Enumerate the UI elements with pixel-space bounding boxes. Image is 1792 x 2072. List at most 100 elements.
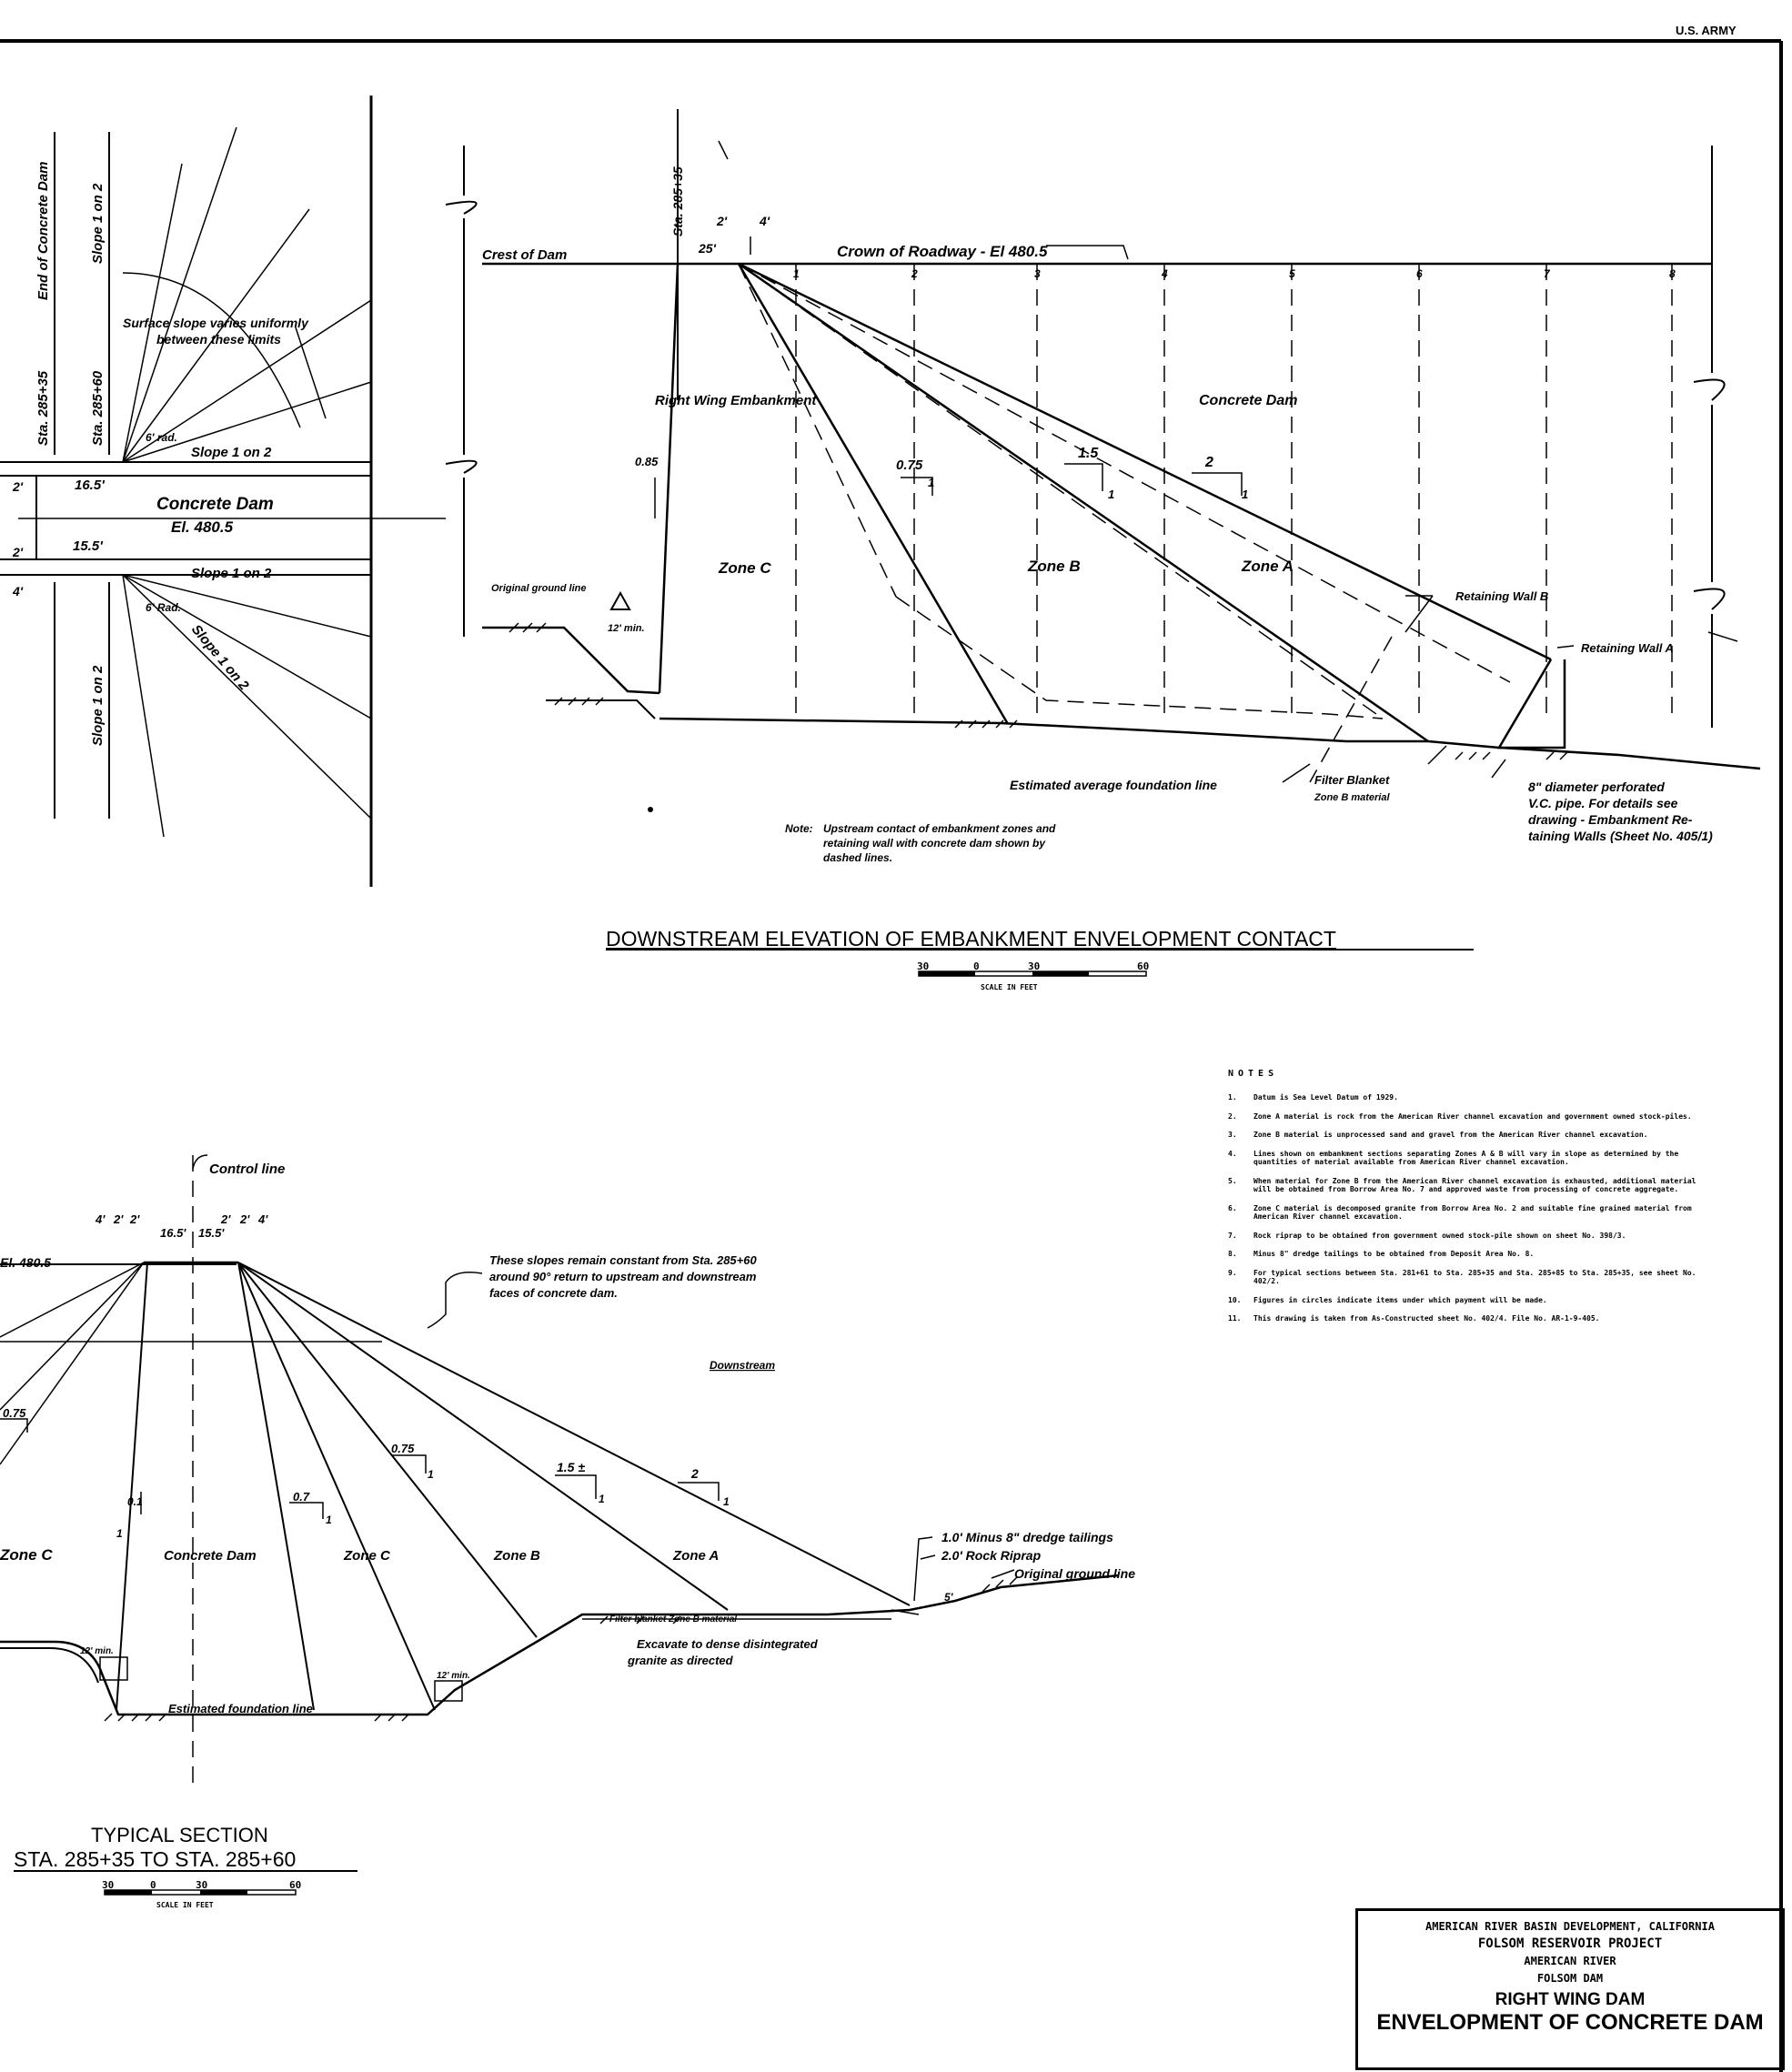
elev-slope-15: 1.5: [1078, 446, 1099, 461]
title-block-river: AMERICAN RIVER: [1524, 1955, 1616, 1967]
grid-number: 2: [911, 267, 918, 280]
note-item: 11. This drawing is taken from As-Constru…: [1228, 1314, 1701, 1323]
note-text: Lines shown on embankment sections separ…: [1253, 1149, 1679, 1167]
section-concrete-dam: Concrete Dam: [164, 1548, 257, 1564]
grid-number: 3: [1034, 267, 1041, 280]
elev-original-ground: Original ground line: [491, 583, 587, 594]
note-item: 6. Zone C material is decomposed granite …: [1228, 1204, 1701, 1222]
note-text: Zone B material is unprocessed sand and …: [1253, 1131, 1648, 1139]
elev-scale-tick: 30: [1028, 961, 1040, 972]
elev-scale-tick: 30: [917, 961, 929, 972]
title-block-wing: RIGHT WING DAM: [1495, 1990, 1646, 2009]
plan-view: [0, 96, 446, 887]
plan-slope-diag: Slope 1 on 2: [188, 622, 252, 694]
plan-station-2: Sta. 285+60: [90, 370, 106, 446]
elev-slope-2: 2: [1204, 455, 1213, 470]
grid-number: 6: [1416, 267, 1423, 280]
section-riprap: 2.0' Rock Riprap: [941, 1548, 1042, 1563]
plan-radius-bottom: 6' Rad.: [146, 601, 181, 614]
title-block-project: FOLSOM RESERVOIR PROJECT: [1477, 1936, 1663, 1951]
elev-slope-1a: 1: [928, 476, 934, 489]
note-text: This drawing is taken from As-Constructe…: [1253, 1314, 1600, 1323]
section-slopes-note-1: These slopes remain constant from Sta. 2…: [489, 1253, 757, 1267]
plan-slope-bottom: Slope 1 on 2: [90, 665, 106, 746]
note-text: Zone A material is rock from the America…: [1253, 1111, 1692, 1121]
elev-foundation-label: Estimated average foundation line: [1010, 778, 1217, 792]
plan-dim-2a: 2': [12, 479, 24, 494]
section-slope-15: 1.5 ±: [557, 1460, 585, 1474]
section-slope-01: 0.1: [127, 1495, 143, 1508]
elev-retaining-b: Retaining Wall B: [1455, 589, 1548, 603]
elev-concrete-dam-label: Concrete Dam: [1199, 393, 1297, 408]
section-slope-075-left: 0.75: [3, 1406, 26, 1420]
grid-number: 1: [793, 267, 800, 280]
note-number: 10.: [1228, 1295, 1242, 1304]
plan-surface-note-1: Surface slope varies uniformly: [123, 316, 309, 330]
elev-title: DOWNSTREAM ELEVATION OF EMBANKMENT ENVEL…: [606, 927, 1336, 951]
section-dim-12min-a: 12' min.: [80, 1646, 114, 1656]
section-scale-tick: 0: [150, 1879, 156, 1891]
elev-dim-25: 25': [698, 241, 717, 256]
section-dim: 16.5': [160, 1226, 186, 1240]
elev-zone-c: Zone C: [718, 559, 771, 577]
section-el-label: El. 480.5: [0, 1255, 51, 1270]
elev-scale-bar: 30 0 30 60 SCALE IN FEET: [917, 961, 1149, 991]
plan-end-label: End of Concrete Dam: [35, 161, 51, 300]
section-slope-2: 2: [690, 1466, 699, 1481]
note-item: 8.Minus 8" dredge tailings to be obtaine…: [1228, 1250, 1701, 1259]
elev-scale-label: SCALE IN FEET: [981, 983, 1038, 991]
section-slope-1a: 1: [116, 1527, 123, 1540]
section-zone-a: Zone A: [672, 1548, 719, 1564]
section-excavate-2: granite as directed: [627, 1654, 734, 1667]
section-dim: 4': [257, 1212, 268, 1226]
note-item: 1.Datum is Sea Level Datum of 1929.: [1228, 1093, 1701, 1102]
notes-heading: NOTES: [1228, 1069, 1279, 1079]
section-scale-tick: 30: [196, 1879, 207, 1891]
note-number: 11.: [1228, 1314, 1242, 1323]
elev-scale-tick: 60: [1137, 961, 1149, 972]
elev-pipe-note-4: taining Walls (Sheet No. 405/1): [1528, 829, 1713, 843]
section-tailings: 1.0' Minus 8" dredge tailings: [941, 1530, 1113, 1544]
note-item: 4.Lines shown on embankment sections sep…: [1228, 1150, 1701, 1167]
plan-slope-mid-bottom: Slope 1 on 2: [191, 566, 272, 581]
plan-dim-4: 4': [12, 584, 24, 598]
elev-filter-2: Zone B material: [1314, 792, 1390, 803]
elev-note-3: dashed lines.: [823, 851, 892, 864]
section-excavate-1: Excavate to dense disintegrated: [637, 1637, 819, 1651]
elev-dim-4: 4': [759, 214, 770, 228]
note-number: 6.: [1228, 1203, 1237, 1212]
note-item: 5. When material for Zone B from the Amer…: [1228, 1177, 1701, 1194]
elev-slope-1b: 1: [1108, 488, 1114, 501]
plan-slope-mid-top: Slope 1 on 2: [191, 445, 272, 460]
note-number: 3.: [1228, 1131, 1237, 1139]
title-block-dam: FOLSOM DAM: [1536, 1972, 1604, 1985]
section-filter-blanket: Filter blanket Zone B material: [609, 1614, 737, 1624]
elev-retaining-a: Retaining Wall A: [1581, 641, 1674, 655]
note-number: 5.: [1228, 1176, 1237, 1185]
grid-number: 5: [1289, 267, 1295, 280]
plan-dim-2b: 2': [12, 545, 24, 559]
note-text: Zone C material is decomposed granite fr…: [1253, 1203, 1692, 1222]
elev-filter-1: Filter Blanket: [1314, 773, 1390, 787]
section-slopes-note-3: faces of concrete dam.: [489, 1286, 618, 1300]
note-item: 9.For typical sections between Sta. 281+…: [1228, 1269, 1701, 1286]
section-slope-1e: 1: [723, 1495, 730, 1508]
note-item: 2.Zone A material is rock from the Ameri…: [1228, 1112, 1701, 1121]
note-text: When material for Zone B from the Americ…: [1253, 1176, 1696, 1194]
elevation-view: [445, 109, 1761, 812]
grid-number: 4: [1161, 267, 1168, 280]
elev-roadway-label: Crown of Roadway - El 480.5: [837, 243, 1048, 260]
section-view: [0, 1154, 1120, 1783]
elev-note-prefix: Note:: [785, 822, 813, 835]
elev-dim-12min: 12' min.: [608, 623, 645, 634]
section-dim: 2': [129, 1212, 140, 1226]
section-title-2: STA. 285+35 TO STA. 285+60: [14, 1847, 296, 1871]
plan-slope-top: Slope 1 on 2: [90, 183, 106, 264]
plan-dim-bottom: 15.5': [73, 538, 103, 554]
notes-list: NOTES 1.Datum is Sea Level Datum of 1929…: [1228, 1069, 1701, 1333]
section-slope-1b: 1: [326, 1514, 332, 1526]
section-scale-label: SCALE IN FEET: [156, 1901, 214, 1909]
section-title-1: TYPICAL SECTION: [91, 1824, 268, 1846]
section-slope-1c: 1: [428, 1468, 434, 1481]
